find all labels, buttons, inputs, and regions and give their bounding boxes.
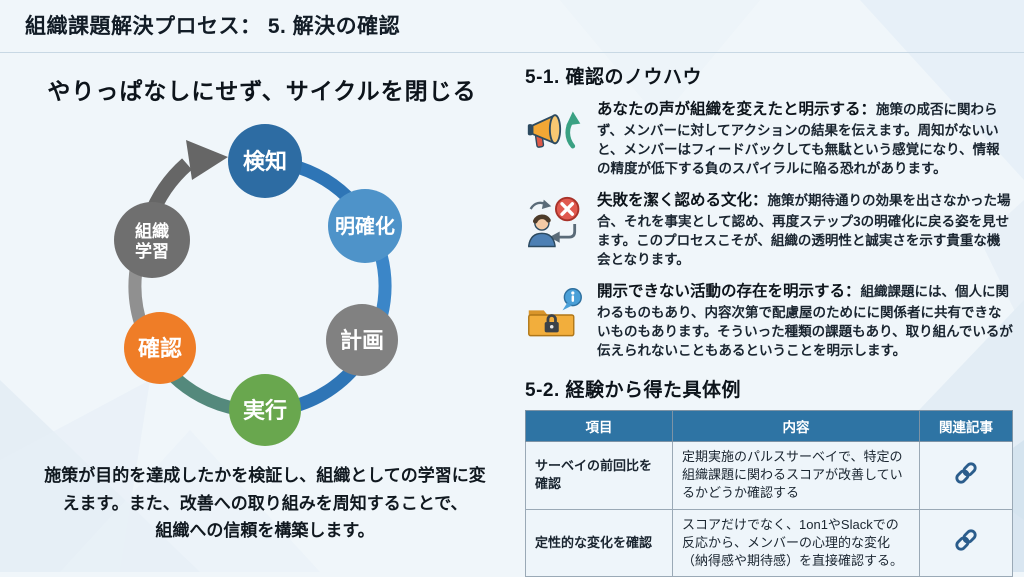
knowhow-lead: 開示できない活動の存在を明示する：	[597, 283, 861, 300]
svg-text:明確化: 明確化	[335, 214, 395, 238]
svg-text:学習: 学習	[135, 241, 169, 261]
step-plan: 計画	[326, 304, 398, 376]
knowhow-lead: 失敗を潔く認める文化：	[597, 192, 768, 209]
locked-folder-info-icon	[525, 281, 587, 350]
link-icon[interactable]	[951, 525, 981, 555]
knowhow-item-announce: あなたの声が組織を変えたと明示する：施策の成否に関わらず、メンバーに対してアクシ…	[525, 99, 1013, 179]
svg-text:確認: 確認	[138, 336, 182, 361]
examples-table: 項目 内容 関連記事 サーベイの前回比を確認 定期実施のパルスサーベイで、特定の…	[525, 410, 1013, 577]
knowhow-lead: あなたの声が組織を変えたと明示する：	[597, 101, 877, 118]
svg-text:計画: 計画	[340, 328, 384, 353]
right-column: 5-1. 確認のノウハウ あなたの声が組織を変えたと明示する：施策の成否に関わら…	[525, 62, 1013, 577]
column-header-item: 項目	[525, 410, 673, 442]
page-title: 組織課題解決プロセス： 5. 解決の確認	[25, 15, 401, 38]
table-row: 定性的な変化を確認 スコアだけでなく、1on1やSlackでの反応から、メンバー…	[525, 508, 1013, 577]
row-content-cell: スコアだけでなく、1on1やSlackでの反応から、メンバーの心理的な変化（納得…	[672, 508, 920, 577]
knowhow-item-admit-failure: 失敗を潔く認める文化：施策が期待通りの効果を出さなかった場合、それを事実として認…	[525, 190, 1013, 270]
svg-text:検知: 検知	[243, 149, 287, 174]
step-check: 確認	[124, 312, 196, 384]
table-header-row: 項目 内容 関連記事	[525, 410, 1013, 442]
column-header-content: 内容	[672, 410, 920, 442]
column-header-related: 関連記事	[919, 410, 1013, 442]
knowhow-body: 施策の成否に関わらず、メンバーに対してアクションの結果を伝えます。周知がないいと…	[597, 102, 1000, 177]
arc-do-check	[163, 366, 245, 416]
knowhow-item-text: 開示できない活動の存在を明示する：組織課題には、個人に関わるものもあり、内容次第…	[597, 281, 1013, 360]
row-item-cell: 定性的な変化を確認	[525, 508, 673, 577]
description-line: 施策が目的を達成したかを検証し、組織としての学習に変	[44, 466, 486, 485]
title-divider	[0, 52, 1024, 53]
section-5-1-heading: 5-1. 確認のノウハウ	[525, 67, 703, 88]
link-icon[interactable]	[951, 458, 981, 488]
knowhow-body: 施策が期待通りの効果を出さなかった場合、それを事実として認め、再度ステップ3の明…	[597, 193, 1011, 268]
step-detect: 検知	[228, 124, 302, 198]
step-org-learning: 組織 学習	[114, 202, 190, 278]
row-content-cell: 定期実施のパルスサーベイで、特定の組織課題に関わるスコアが改善しているかどうか確…	[672, 441, 920, 510]
person-reject-icon	[525, 190, 587, 259]
megaphone-up-arrow-icon	[525, 99, 587, 168]
svg-text:実行: 実行	[243, 398, 287, 423]
step-clarify: 明確化	[328, 189, 402, 263]
knowhow-body: 組織課題には、個人に関わるものもあり、内容次第で配慮屋のためにに関係者に共有でき…	[597, 284, 1013, 359]
description-line: 組織への信頼を構築します。	[155, 521, 375, 541]
section-5-2-heading: 5-2. 経験から得た具体例	[525, 380, 742, 401]
knowhow-item-text: 失敗を潔く認める文化：施策が期待通りの効果を出さなかった場合、それを事実として認…	[597, 190, 1013, 269]
description-line: えます。また、改善への取り組みを周知することで、	[62, 493, 468, 513]
knowhow-item-text: あなたの声が組織を変えたと明示する：施策の成否に関わらず、メンバーに対してアクシ…	[597, 99, 1013, 178]
step-do: 実行	[229, 374, 301, 446]
svg-text:組織: 組織	[135, 221, 169, 241]
left-heading: やりっぱなしにせず、サイクルを閉じる	[47, 78, 477, 104]
row-item-cell: サーベイの前回比を確認	[525, 441, 673, 510]
knowhow-item-undisclosed: 開示できない活動の存在を明示する：組織課題には、個人に関わるものもあり、内容次第…	[525, 281, 1013, 361]
cycle-diagram: 検知 明確化 計画 実行 確認 組織 学習	[114, 124, 402, 446]
table-row: サーベイの前回比を確認 定期実施のパルスサーベイで、特定の組織課題に関わるスコア…	[525, 441, 1013, 510]
left-description: 施策が目的を達成したかを検証し、組織としての学習に変 えます。また、改善への取り…	[10, 462, 520, 545]
